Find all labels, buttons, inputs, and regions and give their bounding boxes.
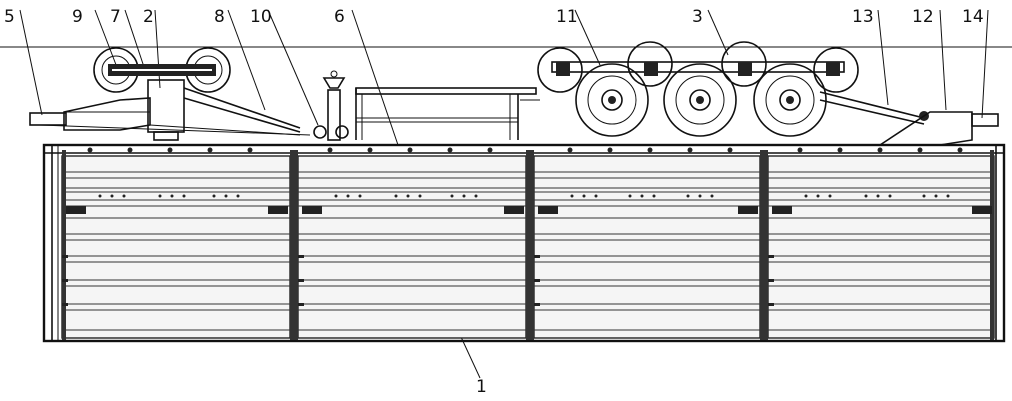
panel-foot-blocks [66,206,992,214]
label-1: 1 [476,377,487,397]
label-7: 7 [110,7,121,27]
label-8: 8 [214,7,225,27]
upper-slats [62,171,994,207]
label-10: 10 [250,7,272,27]
rack-top-rail [355,87,537,95]
label-12: 12 [912,7,934,27]
hole-row [98,194,950,198]
jack-stand [327,89,341,141]
label-11: 11 [556,7,578,27]
label-2: 2 [143,7,154,27]
left-hitch [29,112,67,126]
label-3: 3 [692,7,703,27]
body-outer-frame [42,143,1006,343]
panel-2 [297,155,527,339]
rear-upper-wheel-2 [627,41,673,87]
label-13: 13 [852,7,874,27]
trailer-body [42,143,1006,343]
upper-assembly [29,41,999,146]
top-rail-bolts [87,147,963,153]
label-9: 9 [72,7,83,27]
post-1 [290,150,298,340]
lower-slats [62,217,994,331]
rear-hitch [971,113,999,127]
slat-edge-marks [62,255,774,306]
rear-axle-wheels [575,63,827,137]
post-2 [526,150,534,340]
rear-upper-wheel-1 [537,47,583,93]
rear-upper-wheel-3 [721,41,767,87]
callout-labels: 5 9 7 2 8 10 6 11 3 13 12 14 1 [4,7,984,397]
turntable-post [147,79,185,133]
label-5: 5 [4,7,15,27]
panel-1 [61,155,291,339]
panel-3 [533,155,761,339]
left-drawbar [63,97,151,131]
post-3 [760,150,768,340]
panel-4 [767,155,995,339]
rear-upper-wheel-4 [813,47,859,93]
rear-bogie-beam [551,61,845,73]
label-14: 14 [962,7,984,27]
label-6: 6 [334,7,345,27]
